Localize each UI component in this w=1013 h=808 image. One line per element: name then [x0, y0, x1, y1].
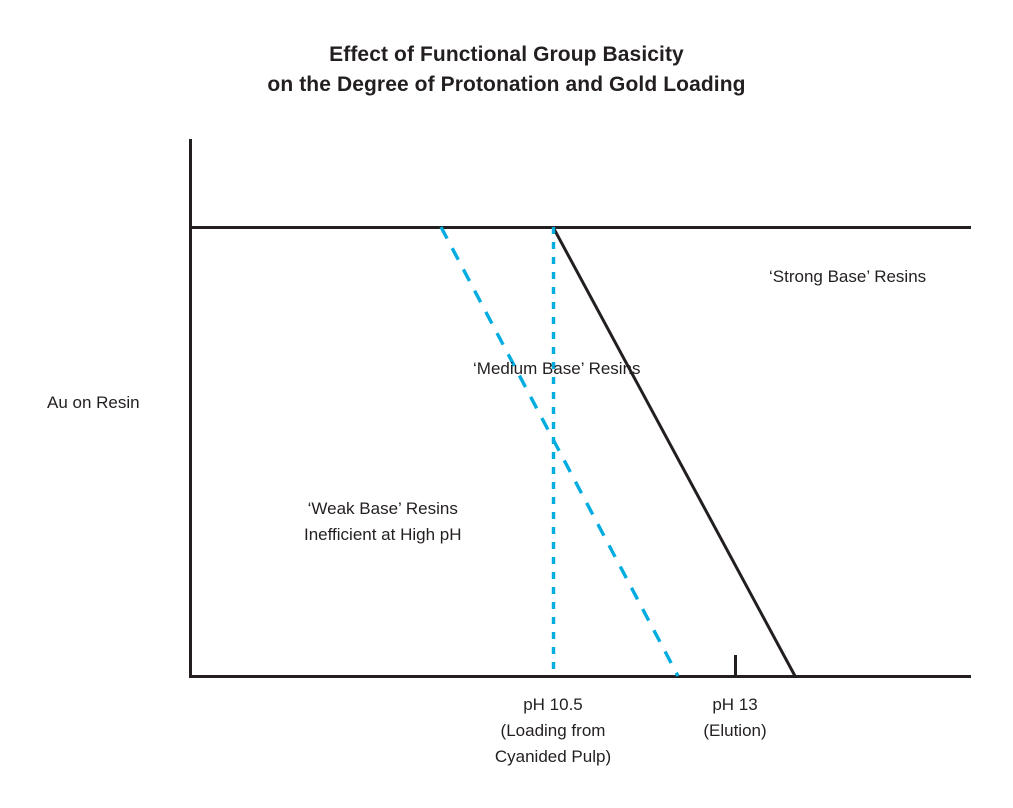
annotation-strong-base: ‘Strong Base’ Resins [769, 267, 927, 286]
x-tick-ph-10-5-line-3: Cyanided Pulp) [494, 747, 612, 766]
x-tick-label-ph-13: pH 13 (Elution) [703, 692, 766, 744]
chart-title-line-2: on the Degree of Protonation and Gold Lo… [267, 73, 746, 96]
x-tick-ph-13-line-1: pH 13 [712, 695, 758, 714]
annotation-weak-base: ‘Weak Base’ Resins Inefficient at High p… [304, 496, 462, 548]
x-tick-ph-13-line-2: (Elution) [703, 721, 767, 740]
x-tick-label-ph-10-5: pH 10.5 (Loading from Cyanided Pulp) [495, 692, 611, 770]
chart-title-line-1: Effect of Functional Group Basicity [329, 43, 684, 66]
annotation-weak-base-line-2: Inefficient at High pH [304, 525, 462, 544]
chart-title: Effect of Functional Group Basicity on t… [0, 40, 1013, 100]
x-tick-ph-10-5-line-1: pH 10.5 [523, 695, 583, 714]
annotation-medium-base: ‘Medium Base’ Resins [473, 359, 641, 378]
series-weak-base-line [439, 226, 680, 677]
y-axis-label: Au on Resin [47, 393, 140, 412]
annotation-weak-base-line-1: ‘Weak Base’ Resins [307, 499, 458, 518]
x-tick-ph-10-5-line-2: (Loading from [500, 721, 606, 740]
series-medium-base-line [551, 226, 797, 677]
